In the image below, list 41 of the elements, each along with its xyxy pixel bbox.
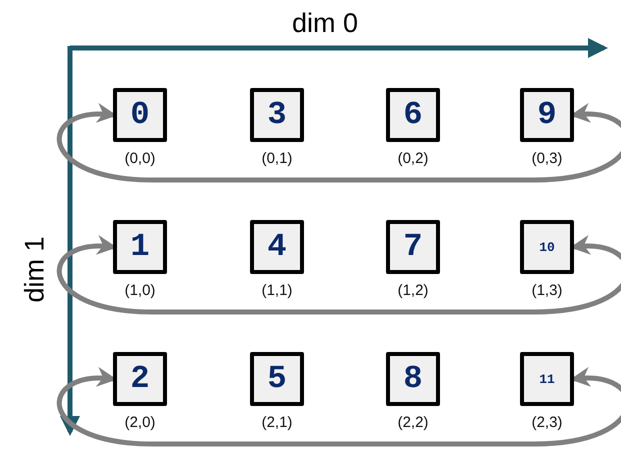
index-number: 10 (539, 240, 555, 254)
axis-label: dim 0 (292, 10, 358, 37)
index-box (250, 88, 304, 142)
index-box (386, 352, 440, 406)
index-number: 2 (130, 363, 150, 395)
index-box (113, 88, 167, 142)
index-number: 3 (267, 99, 287, 131)
index-box (250, 220, 304, 274)
index-number: 4 (267, 231, 287, 263)
index-box (113, 352, 167, 406)
index-box (113, 220, 167, 274)
index-number: 0 (130, 99, 150, 131)
index-number: 11 (539, 372, 555, 386)
index-box (520, 220, 574, 274)
wrap-arrow (57, 368, 621, 446)
coordinate-label: (1,0) (124, 283, 156, 298)
index-number: 8 (403, 363, 423, 395)
coordinate-label: (2,0) (124, 415, 156, 430)
coordinate-label: (0,0) (124, 151, 156, 166)
coordinate-label: (1,3) (530, 283, 564, 298)
coordinate-label: (1,2) (396, 283, 430, 298)
index-number: 5 (267, 363, 287, 395)
coordinate-label: (2,2) (396, 415, 430, 430)
coordinate-label: (0,3) (530, 151, 564, 166)
axis-label: dim 1 (22, 236, 49, 303)
coordinate-label: (2,3) (530, 415, 564, 430)
index-number: 7 (403, 231, 423, 263)
index-box (520, 88, 574, 142)
coordinate-label: (0,1) (260, 151, 294, 166)
coordinate-label: (1,1) (260, 283, 294, 298)
wrap-arrow (57, 104, 621, 182)
index-box (250, 352, 304, 406)
index-box (520, 352, 574, 406)
coordinate-label: (0,2) (396, 151, 430, 166)
index-number: 9 (537, 99, 557, 131)
index-box (386, 88, 440, 142)
index-number: 6 (403, 99, 423, 131)
wrap-arrow (57, 236, 621, 314)
coordinate-label: (2,1) (260, 415, 294, 430)
index-number: 1 (130, 231, 150, 263)
index-box (386, 220, 440, 274)
